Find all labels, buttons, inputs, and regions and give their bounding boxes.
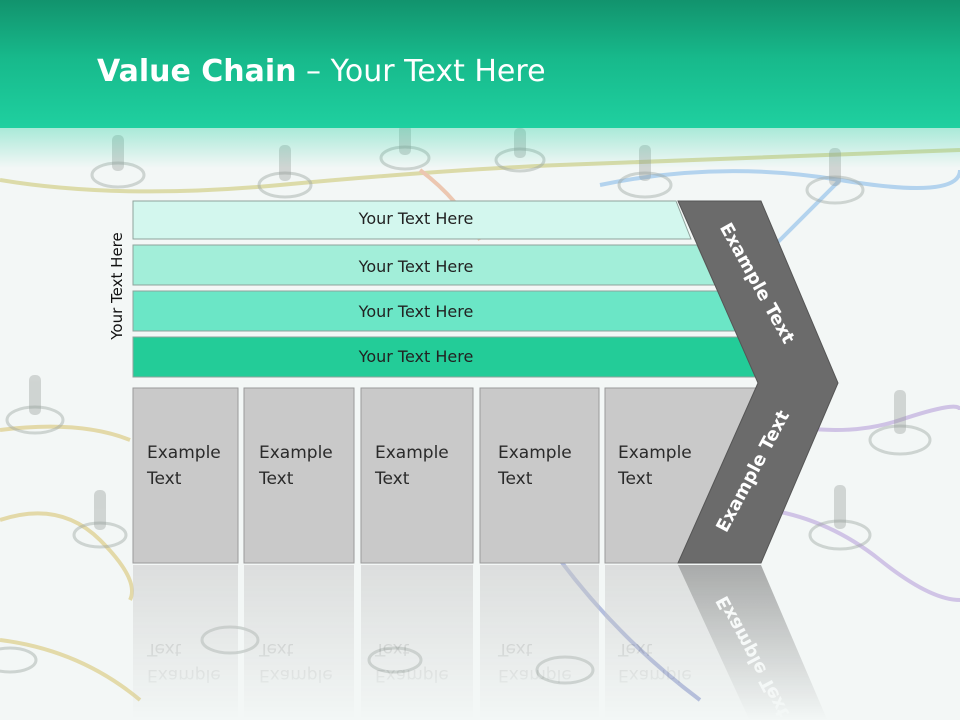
primary-box-4[interactable]: Example Text [479,387,600,564]
reflection-box-1-line1: Example [147,665,221,685]
primary-box-3-line1: Example [375,443,449,463]
primary-box-5[interactable]: Example Text [604,387,761,564]
primary-box-2-line2: Text [258,469,294,489]
support-bar-1-label: Your Text Here [358,209,474,228]
reflection-box-3-line2: Text [374,639,410,659]
side-label[interactable]: Your Text Here [106,218,128,354]
primary-box-3-line2: Text [374,469,410,489]
support-bar-4-label: Your Text Here [358,347,474,366]
title-bold: Value Chain [97,54,297,89]
chevron-shape [677,200,839,564]
support-bar-3[interactable]: Your Text Here [132,290,739,332]
reflection-box-3-line1: Example [375,665,449,685]
primary-box-4-line1: Example [498,443,572,463]
primary-box-1-line1: Example [147,443,221,463]
diagram-reflection: Example Text Example Text Example Text E… [133,565,828,720]
support-bar-2[interactable]: Your Text Here [132,244,716,286]
margin-chevron[interactable]: Example Text Example Text [677,200,839,564]
primary-boxes: Example Text Example Text Example Text E… [132,387,761,564]
support-bar-1-shape [132,200,692,240]
slide-title[interactable]: Value Chain – Your Text Here [97,54,546,89]
support-bar-1[interactable]: Your Text Here [132,200,692,240]
primary-box-3-shape [360,387,474,564]
primary-box-5-line2: Text [617,469,653,489]
title-rest: – Your Text Here [296,54,546,89]
title-banner [0,0,960,128]
primary-box-2-line1: Example [259,443,333,463]
reflection-box-2-line2: Text [258,639,294,659]
support-bar-2-label: Your Text Here [358,257,474,276]
primary-box-1-shape [132,387,239,564]
support-bar-4[interactable]: Your Text Here [132,336,764,378]
side-label-text: Your Text Here [108,232,126,340]
reflection-box-2-line1: Example [259,665,333,685]
primary-box-4-line2: Text [497,469,533,489]
reflection-box-4-line1: Example [498,665,572,685]
primary-box-3[interactable]: Example Text [360,387,474,564]
primary-box-2[interactable]: Example Text [243,387,355,564]
primary-box-4-shape [479,387,600,564]
primary-box-5-line1: Example [618,443,692,463]
reflection-box-4-line2: Text [497,639,533,659]
support-bar-3-label: Your Text Here [358,302,474,321]
reflection-box-5-line2: Text [617,639,653,659]
support-bars: Your Text Here Your Text Here Your Text … [132,200,764,378]
primary-box-2-shape [243,387,355,564]
reflection-box-5-line1: Example [618,665,692,685]
primary-box-1[interactable]: Example Text [132,387,239,564]
title-banner-fade [0,128,960,168]
primary-box-1-line2: Text [146,469,182,489]
reflection-box-1-line2: Text [146,639,182,659]
